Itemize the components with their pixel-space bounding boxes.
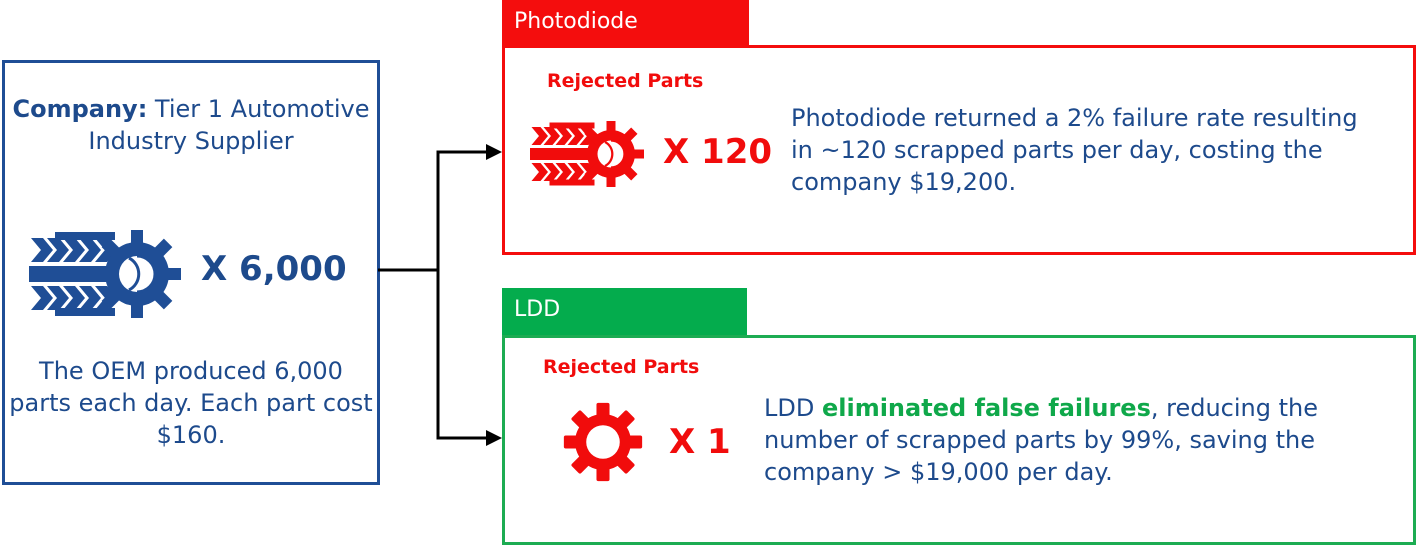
company-value: Tier 1 Automotive Industry Supplier [88, 95, 370, 155]
arrow-to-ldd-icon [486, 430, 502, 446]
ldd-desc-highlight: eliminated false failures [821, 394, 1151, 422]
ldd-panel: Rejected Parts X 1 LDD eliminated false … [502, 335, 1416, 545]
photodiode-tab: Photodiode [502, 0, 749, 47]
ldd-desc-prefix: LDD [764, 394, 822, 422]
photodiode-panel: Rejected Parts X 120 [502, 45, 1416, 255]
gears-stack-icon [29, 230, 181, 318]
photodiode-description: Photodiode returned a 2% failure rate re… [791, 104, 1358, 196]
branch-connector [378, 144, 502, 446]
gears-stack-icon [530, 121, 644, 187]
rejected-count: X 1 [669, 422, 731, 462]
gear-icon [563, 402, 643, 482]
company-heading: Company: Tier 1 Automotive Industry Supp… [5, 93, 377, 157]
connector-branch [436, 150, 488, 440]
rejected-parts-label: Rejected Parts [547, 70, 704, 92]
rejected-count: X 120 [663, 132, 773, 172]
ldd-description: LDD eliminated false failures, reducing … [764, 392, 1384, 488]
company-panel: Company: Tier 1 Automotive Industry Supp… [2, 60, 380, 485]
production-description: The OEM produced 6,000 parts each day. E… [9, 357, 373, 449]
rejected-parts-label: Rejected Parts [543, 356, 700, 378]
ldd-desc-suffix: , reducing the number of scrapped parts … [764, 394, 1318, 486]
arrow-to-photodiode-icon [486, 144, 502, 160]
company-label: Company: [12, 95, 148, 123]
parts-count: X 6,000 [201, 249, 347, 289]
ldd-tab: LDD [502, 288, 747, 336]
